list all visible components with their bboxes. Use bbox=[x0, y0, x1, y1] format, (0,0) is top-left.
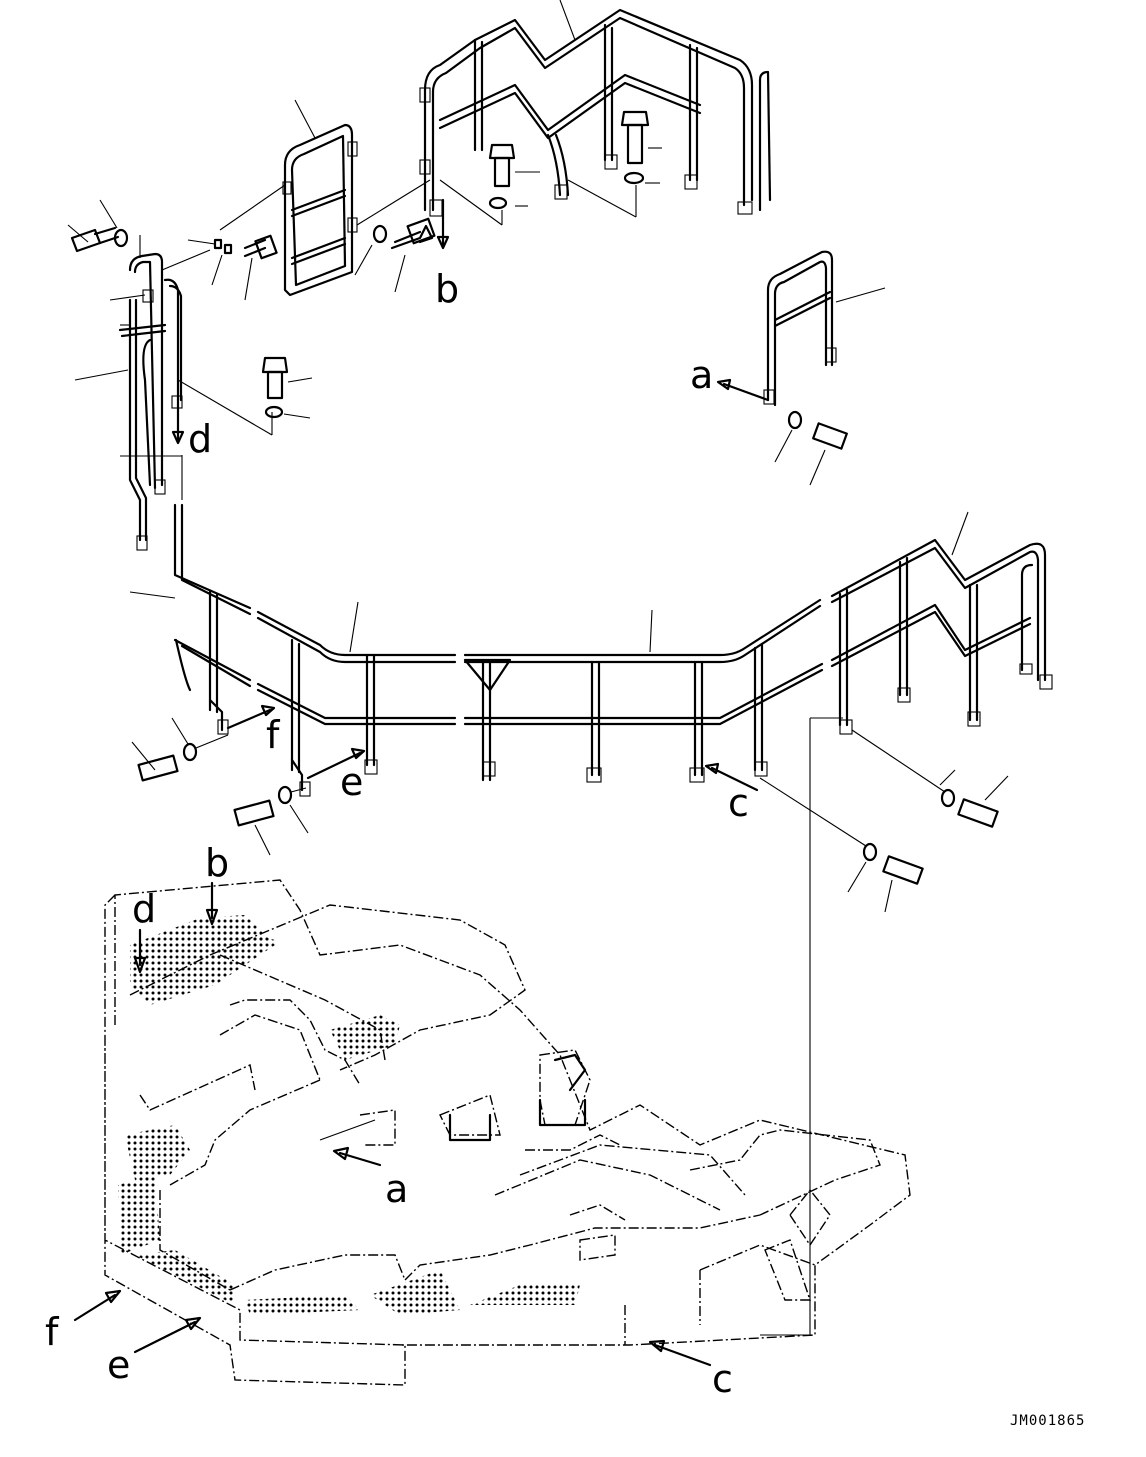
long-handrail bbox=[129, 503, 1053, 1335]
callout-c-upper: c bbox=[728, 781, 749, 825]
callout-c-lower: c bbox=[712, 1357, 733, 1401]
machine-frame bbox=[73, 879, 911, 1386]
callout-a-lower: a bbox=[385, 1167, 408, 1211]
right-small-rail bbox=[716, 250, 886, 486]
callout-e-upper: e bbox=[340, 760, 363, 804]
callout-f-lower: f bbox=[45, 1310, 60, 1354]
callout-b-upper: b bbox=[435, 267, 459, 311]
gate-panel bbox=[187, 99, 450, 301]
callout-e-lower: e bbox=[107, 1343, 130, 1387]
top-handrail bbox=[419, 0, 772, 226]
left-stair-rail bbox=[67, 199, 313, 551]
callout-d-lower: d bbox=[132, 887, 156, 931]
callout-b-lower: b bbox=[205, 841, 229, 885]
callout-d-upper: d bbox=[188, 417, 212, 461]
drawing-number: JM001865 bbox=[1010, 1413, 1085, 1429]
callout-a-upper: a bbox=[690, 353, 713, 397]
callout-f-upper: f bbox=[266, 713, 281, 757]
